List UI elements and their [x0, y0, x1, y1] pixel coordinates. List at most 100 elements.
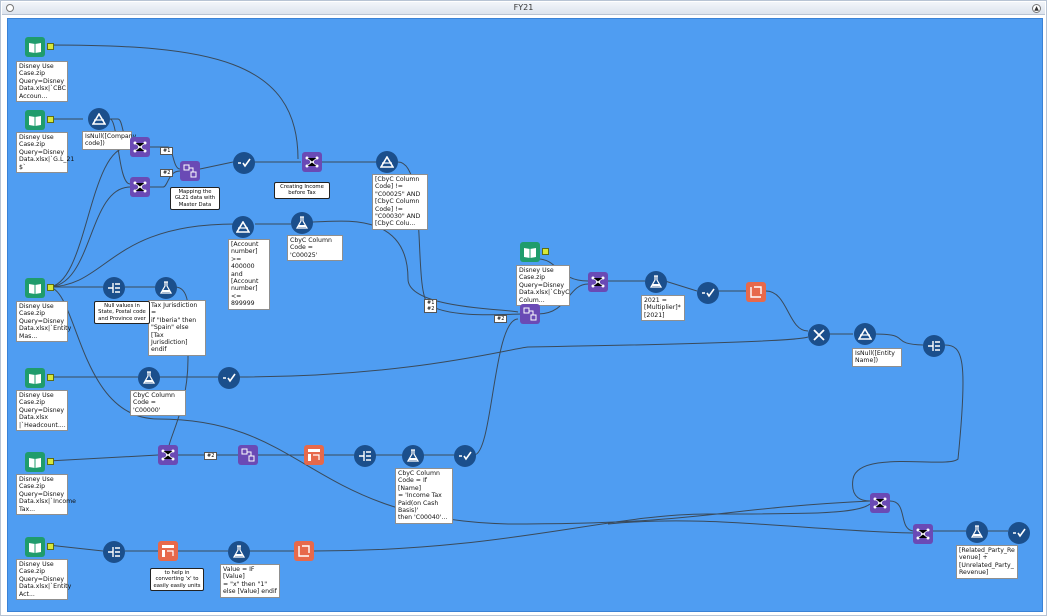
- join-icon[interactable]: [130, 177, 150, 197]
- wire-tag: #2: [494, 315, 508, 323]
- formula-label: Tax Jurisdiction = if "Iberia" then "Spa…: [148, 300, 206, 356]
- select-icon[interactable]: [1008, 522, 1030, 544]
- input-label: Disney Use Case.zip Query=Disney Data.xl…: [16, 61, 68, 103]
- input-label: Disney Use Case.zip Query=Disney Data.xl…: [16, 132, 74, 174]
- minimize-container-icon[interactable]: ▲: [1032, 4, 1041, 13]
- wire: [889, 500, 914, 532]
- input-data-icon[interactable]: [25, 110, 45, 130]
- output-anchor[interactable]: [47, 458, 54, 465]
- connection-wires: [47, 44, 1008, 552]
- multi-field-formula-icon[interactable]: [808, 324, 830, 346]
- wire: [47, 286, 871, 525]
- wire: [167, 286, 190, 452]
- formula-icon[interactable]: [645, 271, 667, 293]
- filter-label: IsNull([Company code]): [82, 131, 136, 150]
- output-anchor[interactable]: [47, 116, 54, 123]
- filter-label: IsNull([Entity Name]): [852, 348, 902, 367]
- formula-icon[interactable]: [402, 445, 424, 467]
- input-data-icon[interactable]: [25, 368, 45, 388]
- output-anchor[interactable]: [47, 284, 54, 291]
- formula-icon[interactable]: [228, 541, 250, 563]
- comment-box: Mapping the GL21 data with Master Data: [170, 187, 220, 211]
- filter-icon[interactable]: [232, 216, 254, 238]
- wire: [852, 344, 964, 502]
- input-data-icon[interactable]: [25, 537, 45, 557]
- formula-label: CbyC Column Code = If [Name] = 'Income T…: [395, 468, 453, 524]
- wire: [47, 223, 236, 288]
- join-icon[interactable]: [588, 272, 608, 292]
- comment-box: Null values in State, Postal code and Pr…: [94, 301, 150, 325]
- wire-tag: #2: [160, 169, 174, 177]
- input-data-icon[interactable]: [25, 278, 45, 298]
- transpose-icon[interactable]: [294, 541, 314, 561]
- select-icon[interactable]: [218, 367, 240, 389]
- join-icon[interactable]: [130, 137, 150, 157]
- wire: [664, 280, 698, 292]
- input-label: Disney Use Case.zip Query=Disney Data.xl…: [16, 474, 76, 516]
- wire-tag: #1 #2: [424, 299, 438, 313]
- join-icon[interactable]: [913, 524, 933, 544]
- wire-tag: #2: [204, 452, 218, 460]
- output-anchor[interactable]: [542, 248, 549, 255]
- filter-icon[interactable]: [88, 108, 110, 130]
- wire: [47, 44, 299, 160]
- input-label: Disney Use Case.zip Query=Disney Data.xl…: [16, 301, 71, 343]
- formula-label: Value = IF [Value] = "x" then "1" else […: [220, 564, 280, 598]
- collapse-icon[interactable]: [6, 4, 14, 12]
- formula-label: CbyC Column Code = 'C00000': [130, 390, 186, 417]
- output-anchor[interactable]: [47, 374, 54, 381]
- formula-icon[interactable]: [155, 277, 177, 299]
- select-icon[interactable]: [697, 282, 719, 304]
- data-cleansing-icon[interactable]: [103, 277, 125, 299]
- formula-label: [Related_Party_Re venue] + [Unrelated_Pa…: [956, 545, 1018, 579]
- find-replace-icon[interactable]: [238, 445, 258, 465]
- select-icon[interactable]: [233, 152, 255, 174]
- comment-box: to help in converting 'x' to easily easi…: [150, 568, 204, 592]
- data-cleansing-icon[interactable]: [923, 335, 945, 357]
- formula-label: 2021 = [Multiplier]* [2021]: [641, 295, 685, 322]
- wire-tag: #1: [160, 147, 174, 155]
- wire: [47, 186, 131, 288]
- wire: [313, 503, 871, 552]
- find-replace-icon[interactable]: [520, 304, 540, 324]
- join-icon[interactable]: [158, 445, 178, 465]
- input-label: Disney Use Case.zip Query=Disney Data.xl…: [16, 559, 71, 601]
- formula-icon[interactable]: [291, 212, 313, 234]
- data-cleansing-icon[interactable]: [103, 541, 125, 563]
- join-icon[interactable]: [870, 493, 890, 513]
- input-data-icon[interactable]: [25, 37, 45, 57]
- input-data-icon[interactable]: [25, 452, 45, 472]
- comment-box: Creating Income before Tax: [274, 182, 330, 199]
- transpose-icon[interactable]: [746, 282, 766, 302]
- crosstab-icon[interactable]: [158, 541, 178, 561]
- filter-icon[interactable]: [376, 151, 398, 173]
- window-titlebar: FY21 ▲: [2, 2, 1045, 15]
- find-replace-icon[interactable]: [180, 161, 200, 181]
- wire: [47, 544, 104, 552]
- data-cleansing-icon[interactable]: [354, 445, 376, 467]
- filter-icon[interactable]: [854, 323, 876, 345]
- wire: [47, 454, 159, 462]
- output-anchor[interactable]: [47, 43, 54, 50]
- window-title: FY21: [513, 3, 534, 12]
- crosstab-icon[interactable]: [304, 445, 324, 465]
- output-anchor[interactable]: [47, 543, 54, 550]
- input-data-icon[interactable]: [520, 242, 540, 262]
- filter-label: [Account number] >= 400000 and [Account …: [228, 239, 270, 310]
- wire: [150, 170, 181, 188]
- select-icon[interactable]: [454, 445, 476, 467]
- input-label: Disney Use Case.zip Query=Disney Data.xl…: [516, 265, 570, 307]
- wire: [607, 520, 914, 534]
- wire: [765, 290, 809, 332]
- wire: [310, 220, 519, 313]
- formula-icon[interactable]: [966, 521, 988, 543]
- wire: [237, 336, 809, 378]
- wire: [109, 118, 131, 185]
- filter-label: [CbyC Column Code] != "C00025" AND [CbyC…: [372, 174, 428, 230]
- wire: [473, 318, 519, 456]
- join-icon[interactable]: [302, 152, 322, 172]
- formula-icon[interactable]: [138, 367, 160, 389]
- wire: [47, 146, 131, 288]
- workflow-canvas[interactable]: Disney Use Case.zip Query=Disney Data.xl…: [7, 18, 1043, 612]
